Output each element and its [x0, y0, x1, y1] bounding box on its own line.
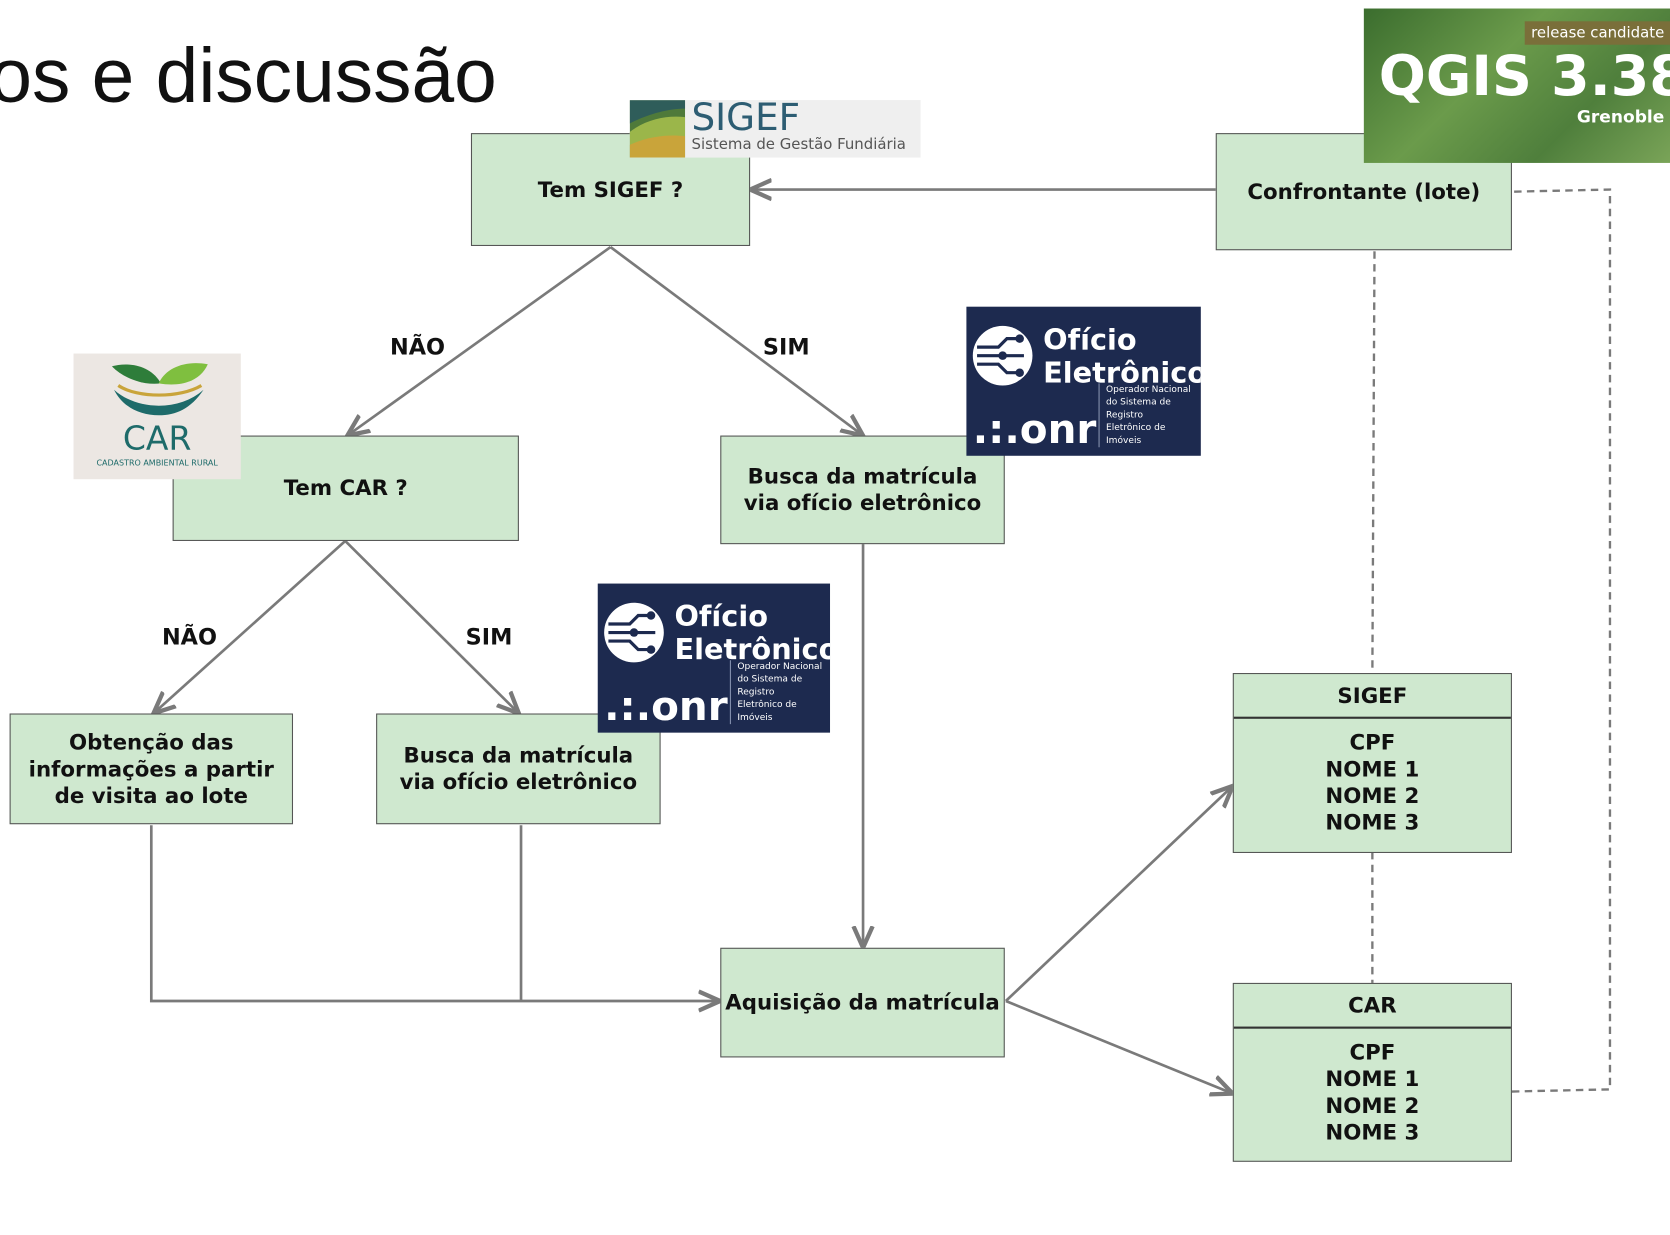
sigef-row: NOME 1	[1325, 756, 1420, 782]
edge-aquisicao-sigef	[1004, 786, 1233, 1002]
car-row: NOME 1	[1325, 1065, 1420, 1092]
sigef-logo-subtitle: Sistema de Gestão Fundiária	[691, 136, 906, 154]
oficio-title-line-1: Ofício	[1043, 323, 1137, 357]
sigef-table: SIGEF CPF NOME 1 NOME 2 NOME 3	[1232, 673, 1512, 853]
circuit-icon	[972, 325, 1033, 386]
node-busca-oficio-top-label: Busca da matrícula via ofício eletrônico	[743, 463, 982, 516]
edge-car-nao	[153, 539, 347, 714]
slide-title: os e discussão	[0, 34, 497, 120]
edge-sigef-sim	[609, 245, 864, 435]
connector-layer	[0, 0, 1612, 1161]
onr-brand: .:.onr	[604, 682, 728, 730]
oficio-title-line-2: Eletrônico	[674, 633, 831, 667]
edge-label-nao-1: NÃO	[389, 334, 446, 360]
onr-sub-line-2: do Sistema de Registro	[737, 674, 803, 698]
sigef-table-rows: CPF NOME 1 NOME 2 NOME 3	[1234, 719, 1511, 836]
node-tem-car-label: Tem CAR ?	[283, 474, 408, 501]
sigef-table-header: SIGEF	[1233, 674, 1511, 719]
node-confrontante-label: Confrontante (lote)	[1247, 178, 1481, 204]
node-tem-sigef-label: Tem SIGEF ?	[537, 176, 684, 202]
onr-brand: .:.onr	[972, 405, 1097, 453]
oficio-title-line-2: Eletrônico	[1043, 356, 1201, 390]
node-busca-oficio-bottom: Busca da matrícula via ofício eletrônico	[376, 713, 661, 825]
qgis-logo-city: Grenoble	[1576, 106, 1665, 127]
qgis-release-badge: release candidate	[1524, 21, 1670, 45]
node-obtencao-label: Obtenção das informações a partir de vis…	[28, 728, 274, 808]
edge-label-sim-2: SIM	[465, 624, 513, 650]
edge-label-sim-1: SIM	[762, 334, 810, 360]
edge-car-sim	[344, 540, 519, 714]
car-logo-title: CAR	[122, 419, 192, 458]
onr-sub-line-2: do Sistema de Registro	[1105, 397, 1171, 421]
sigef-row: NOME 3	[1325, 809, 1420, 835]
car-table-header: CAR	[1233, 984, 1511, 1029]
car-row: NOME 2	[1325, 1092, 1420, 1119]
qgis-logo-name: QGIS 3.38	[1378, 44, 1670, 109]
onr-sub-line-3: Eletrônico de Imóveis	[1105, 422, 1166, 447]
edge-aquisicao-car	[1005, 999, 1233, 1094]
car-row: NOME 3	[1325, 1119, 1420, 1145]
node-aquisicao: Aquisição da matrícula	[720, 947, 1005, 1058]
edge-label-nao-2: NÃO	[161, 624, 218, 650]
car-table-rows: CPF NOME 1 NOME 2 NOME 3	[1234, 1029, 1511, 1146]
sigef-logo-title: SIGEF	[691, 100, 801, 140]
sigef-row: CPF	[1349, 729, 1396, 756]
sigef-emblem-icon	[629, 100, 686, 158]
qgis-logo: release candidate QGIS 3.38 Grenoble	[1363, 8, 1670, 163]
onr-sub-line-3: Eletrônico de Imóveis	[737, 699, 797, 724]
car-logo-subtitle: CADASTRO AMBIENTAL RURAL	[96, 457, 218, 468]
node-obtencao: Obtenção das informações a partir de vis…	[9, 713, 294, 825]
car-row: CPF	[1349, 1039, 1396, 1065]
sigef-row: NOME 2	[1325, 782, 1420, 809]
node-aquisicao-label: Aquisição da matrícula	[725, 989, 1000, 1015]
node-busca-oficio-top: Busca da matrícula via ofício eletrônico	[720, 435, 1005, 545]
edge-sigef-nao	[347, 245, 612, 435]
edge-obtencao-aquisicao	[149, 825, 720, 1001]
onr-sub-line-1: Operador Nacional	[737, 661, 823, 672]
car-logo: CAR CADASTRO AMBIENTAL RURAL	[73, 353, 241, 480]
car-leaf-icon	[111, 363, 208, 416]
car-table: CAR CPF NOME 1 NOME 2 NOME 3	[1232, 982, 1512, 1162]
sigef-logo: SIGEF Sistema de Gestão Fundiária	[629, 100, 921, 158]
node-busca-oficio-bottom-label: Busca da matrícula via ofício eletrônico	[399, 742, 638, 795]
circuit-icon	[604, 602, 664, 663]
oficio-title-line-1: Ofício	[674, 600, 768, 634]
dashed-confrontante-sigef	[1371, 251, 1376, 674]
onr-sub-line-1: Operador Nacional	[1105, 384, 1191, 396]
dashed-car-confrontante	[1511, 188, 1612, 1093]
